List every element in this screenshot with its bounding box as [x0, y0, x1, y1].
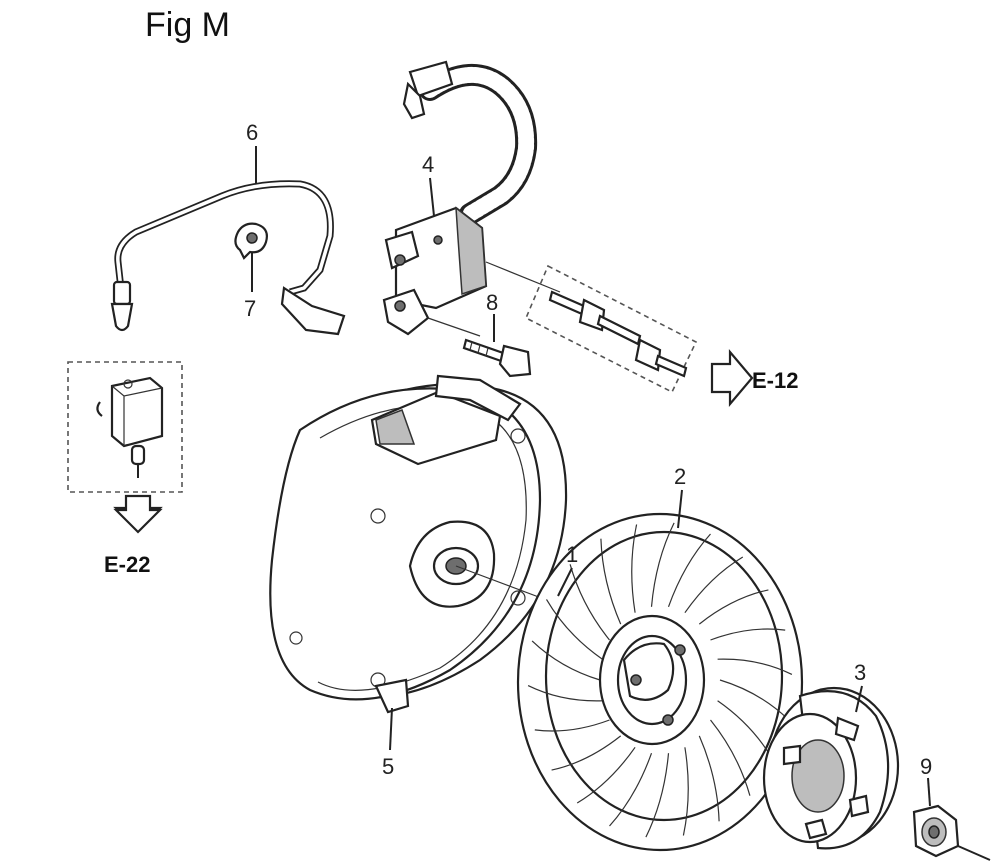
callout-3[interactable]: 3 — [854, 660, 866, 685]
flywheel-fin — [710, 719, 751, 796]
flywheel-fin — [645, 753, 670, 838]
flange-nut — [912, 804, 991, 861]
flywheel-fin — [719, 679, 789, 720]
flywheel-fin — [545, 599, 603, 660]
flange-bolt — [462, 338, 532, 378]
callout-6[interactable]: 6 — [246, 120, 258, 145]
starter-cup — [762, 686, 900, 850]
callout-5[interactable]: 5 — [382, 754, 394, 779]
flywheel-fin — [667, 533, 711, 608]
ground-wire — [110, 180, 346, 336]
figure-title: Fig M — [145, 6, 230, 44]
flywheel-fin — [551, 735, 622, 771]
flywheel-fin — [600, 538, 622, 625]
flywheel-fin — [534, 719, 610, 732]
e12-reference-box — [524, 264, 754, 408]
e12-reference-label[interactable]: E-12 — [752, 368, 798, 393]
callout-2[interactable]: 2 — [674, 464, 686, 489]
flywheel-fin — [569, 564, 610, 641]
callout-4[interactable]: 4 — [422, 152, 434, 177]
callout-8[interactable]: 8 — [486, 290, 498, 315]
flywheel-fin — [710, 628, 786, 641]
callout-7[interactable]: 7 — [244, 296, 256, 321]
fan-cover — [269, 374, 568, 714]
flywheel-fin — [684, 556, 744, 614]
wire-clip — [234, 222, 268, 260]
e22-reference-box — [67, 361, 183, 534]
flywheel-fin — [531, 640, 601, 681]
flywheel-fin — [631, 524, 638, 613]
leader-lines — [251, 146, 931, 807]
e22-reference-label[interactable]: E-22 — [104, 552, 150, 577]
flywheel-fin — [682, 747, 689, 836]
flywheel-fin — [717, 658, 793, 675]
flywheel-fin — [609, 752, 653, 827]
ignition-coil — [382, 60, 561, 337]
flywheel-fin — [650, 522, 675, 607]
flywheel-fin — [576, 746, 636, 804]
flywheel — [516, 512, 804, 852]
flywheel-fin — [527, 685, 603, 702]
callout-9[interactable]: 9 — [920, 754, 932, 779]
flywheel-fin — [698, 735, 720, 822]
flywheel-fin — [698, 589, 769, 625]
callout-1[interactable]: 1 — [566, 542, 578, 567]
